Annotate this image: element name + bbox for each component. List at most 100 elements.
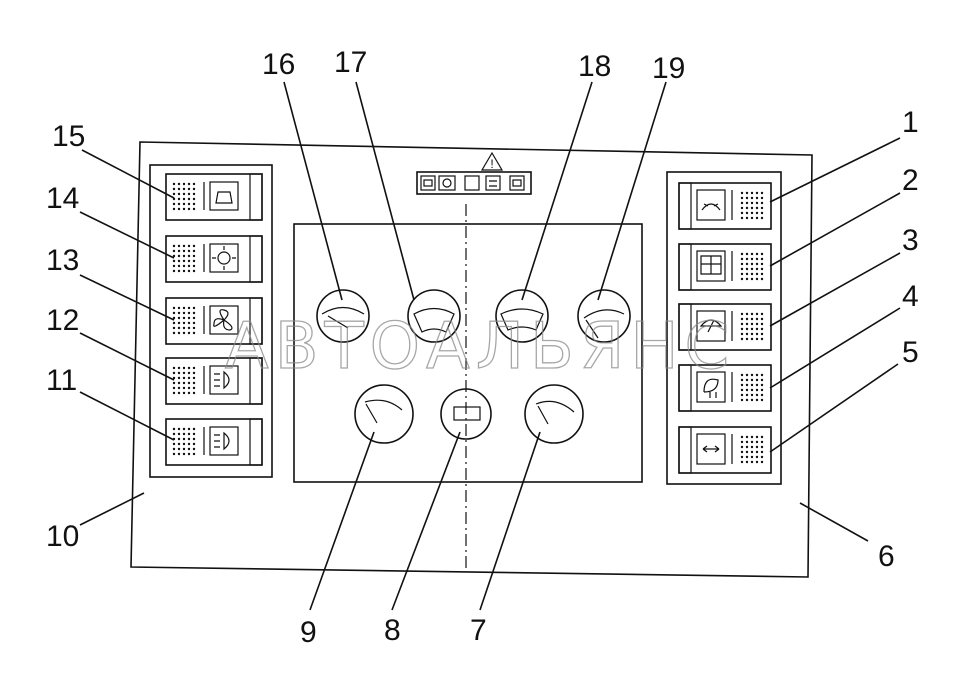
switch-dot xyxy=(755,312,759,316)
switch-dot xyxy=(740,201,744,205)
left-dot-grids xyxy=(172,182,196,456)
warning-triangle-icon: ! xyxy=(480,151,504,171)
switch-dot xyxy=(750,191,754,195)
switch-dot xyxy=(750,272,754,276)
switch-dot xyxy=(745,312,749,316)
switch-5 xyxy=(678,426,772,474)
switch-dot xyxy=(760,312,764,316)
switch-dot xyxy=(177,197,181,201)
switch-dot xyxy=(755,252,759,256)
switch-dot xyxy=(740,388,744,392)
switch-13 xyxy=(165,297,263,345)
switch-dot xyxy=(750,455,754,459)
switch-dot xyxy=(192,326,196,330)
switch-dot xyxy=(182,249,186,253)
switch-dot xyxy=(755,332,759,336)
callout-13: 13 xyxy=(46,244,79,277)
callout-5: 5 xyxy=(902,336,919,369)
switch-dot xyxy=(745,455,749,459)
switch-dot xyxy=(755,277,759,281)
dashboard-panel-outline xyxy=(130,141,813,578)
callout-2: 2 xyxy=(902,164,919,197)
callout-17: 17 xyxy=(334,46,367,79)
switch-dot xyxy=(740,327,744,331)
instrument-display xyxy=(293,223,643,483)
indicator-strip xyxy=(416,171,532,195)
switch-dot xyxy=(187,202,191,206)
switch-dot xyxy=(750,378,754,382)
switch-dot xyxy=(172,326,176,330)
switch-dot xyxy=(177,187,181,191)
switch-dot xyxy=(177,182,181,186)
switch-dot xyxy=(182,207,186,211)
switch-dot xyxy=(187,366,191,370)
switch-1 xyxy=(678,182,772,230)
switch-dot xyxy=(745,450,749,454)
switch-dot xyxy=(177,391,181,395)
switch-dot xyxy=(745,388,749,392)
switch-dot xyxy=(192,306,196,310)
switch-dot xyxy=(755,393,759,397)
switch-dot xyxy=(740,332,744,336)
switch-dot xyxy=(192,264,196,268)
switch-dot xyxy=(182,264,186,268)
switch-dot xyxy=(177,442,181,446)
switch-dot xyxy=(177,254,181,258)
gauge-17 xyxy=(407,289,461,343)
svg-text:!: ! xyxy=(490,157,493,171)
switch-dot xyxy=(760,201,764,205)
switch-dot xyxy=(755,378,759,382)
switch-dot xyxy=(172,442,176,446)
switch-dot xyxy=(760,216,764,220)
gauge-7 xyxy=(524,384,584,444)
switch-dot xyxy=(760,252,764,256)
switch-dot xyxy=(750,277,754,281)
switch-dot xyxy=(187,269,191,273)
switch-dot xyxy=(192,381,196,385)
switch-dot xyxy=(740,312,744,316)
switch-dot xyxy=(740,322,744,326)
switch-dot xyxy=(172,447,176,451)
switch-dot xyxy=(755,337,759,341)
switch-dot xyxy=(760,440,764,444)
switch-dot xyxy=(192,182,196,186)
switch-dot xyxy=(192,376,196,380)
callout-9: 9 xyxy=(300,616,317,649)
right-dot-grids xyxy=(740,191,764,464)
switch-dot xyxy=(182,437,186,441)
switch-dot xyxy=(750,388,754,392)
switch-dot xyxy=(750,201,754,205)
switch-dot xyxy=(755,257,759,261)
switch-dot xyxy=(745,337,749,341)
switch-dot xyxy=(755,440,759,444)
callout-1: 1 xyxy=(902,106,919,139)
switch-dot xyxy=(172,321,176,325)
switch-dot xyxy=(755,201,759,205)
switch-dot xyxy=(192,442,196,446)
switch-dot xyxy=(760,262,764,266)
switch-dot xyxy=(740,383,744,387)
switch-dot xyxy=(177,447,181,451)
switch-dot xyxy=(172,386,176,390)
switch-dot xyxy=(172,264,176,268)
leader-lines xyxy=(79,81,901,611)
switch-dot xyxy=(172,202,176,206)
switch-dot xyxy=(192,244,196,248)
switch-dot xyxy=(187,326,191,330)
switch-dot xyxy=(192,197,196,201)
switch-dot xyxy=(172,311,176,315)
switch-dot xyxy=(745,322,749,326)
switch-dot xyxy=(192,249,196,253)
switch-dot xyxy=(172,371,176,375)
switch-dot xyxy=(192,202,196,206)
switch-dot xyxy=(182,306,186,310)
switch-dot xyxy=(172,187,176,191)
gauge-9 xyxy=(354,384,414,444)
switch-dot xyxy=(177,432,181,436)
switch-dot xyxy=(172,376,176,380)
switch-dot xyxy=(182,376,186,380)
switch-dot xyxy=(740,440,744,444)
switch-dot xyxy=(750,252,754,256)
switch-dot xyxy=(750,327,754,331)
switch-dot xyxy=(745,267,749,271)
